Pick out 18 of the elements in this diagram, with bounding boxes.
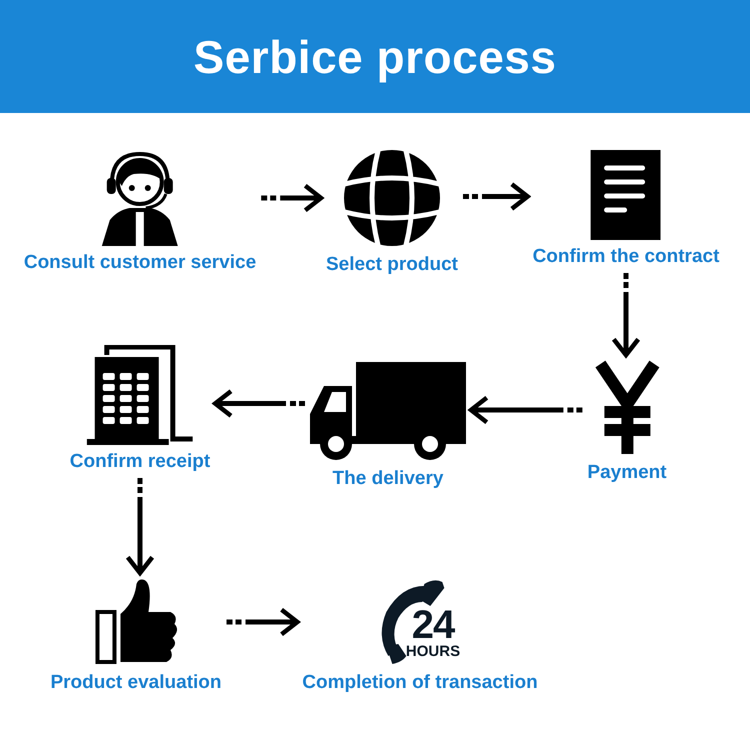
dotted-arrow [611,273,641,358]
step-caption: Select product [326,254,458,276]
step-caption: Confirm the contract [532,246,720,268]
step-caption: Confirm receipt [70,451,210,473]
step-caption: Payment [587,462,667,484]
step-caption: Product evaluation [50,672,222,694]
step-caption: Consult customer service [24,252,256,274]
title: Serbice process [194,30,556,84]
dotted-arrow [212,388,305,418]
dotted-arrow [125,478,155,576]
step-caption: Completion of transaction [302,672,538,694]
dotted-arrow [226,607,300,637]
dotted-arrow [468,395,582,425]
dotted-arrow [463,182,530,212]
hours-number: 24 [412,606,454,644]
step-caption: The delivery [332,468,444,490]
dotted-arrow [261,183,324,213]
hours-text: HOURS [406,644,460,660]
